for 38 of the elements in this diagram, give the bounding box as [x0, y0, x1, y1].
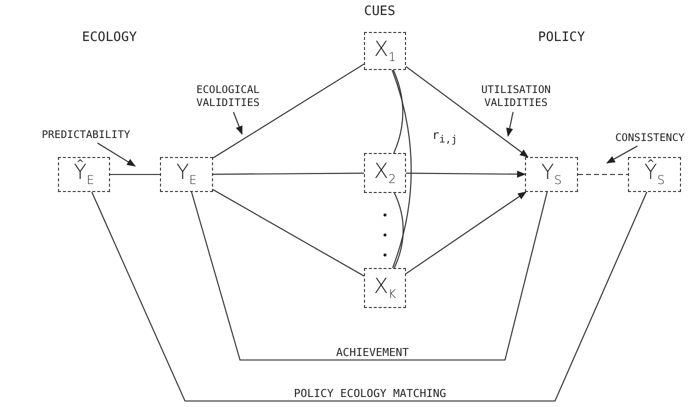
edge-label: ACHIEVEMENT: [333, 346, 412, 359]
heading: CUES: [364, 4, 396, 19]
annotation-text: PREDICTABILITY: [34, 129, 138, 143]
symbol-label: r$_{i,j}$: [432, 128, 458, 146]
variable-box: [628, 157, 681, 192]
connector-line: [91, 192, 648, 402]
connector-line: [213, 172, 364, 175]
connector-line: [392, 70, 412, 268]
connector-line: [394, 192, 404, 268]
variable-label: Y$_{E}$: [176, 162, 197, 187]
variable-label: Y$_{S}$: [541, 162, 562, 187]
connector-line: [191, 192, 548, 361]
variable-box: [160, 157, 213, 192]
variable-box: [364, 268, 406, 308]
connector-line: [212, 64, 364, 158]
variable-box: [58, 157, 110, 192]
arrow: [406, 66, 529, 158]
variable-box: [364, 153, 406, 193]
variable-label: X$_{1}$: [374, 38, 396, 64]
connector-line: [578, 174, 628, 176]
heading: ECOLOGY: [82, 30, 137, 45]
annotation-text: UTILISATION VALIDITIES: [464, 84, 568, 112]
annotation-text: ECOLOGICAL VALIDITIES: [176, 84, 280, 112]
heading: POLICY: [538, 30, 585, 45]
arrow: [406, 192, 527, 274]
connector-line: [212, 189, 364, 276]
leader-line: [232, 112, 243, 135]
variable-box: [525, 157, 578, 192]
leader-line: [506, 112, 514, 137]
arrow: [406, 170, 526, 178]
leader-line: [606, 146, 638, 164]
connector-line: [110, 174, 160, 176]
connector-line: [392, 70, 404, 154]
leader-line: [97, 142, 136, 166]
variable-box: [364, 32, 406, 70]
annotation-text: CONSISTENCY: [601, 132, 699, 146]
variable-label: X$_{2}$: [374, 160, 396, 186]
variable-label: X$_{K}$: [374, 276, 396, 300]
